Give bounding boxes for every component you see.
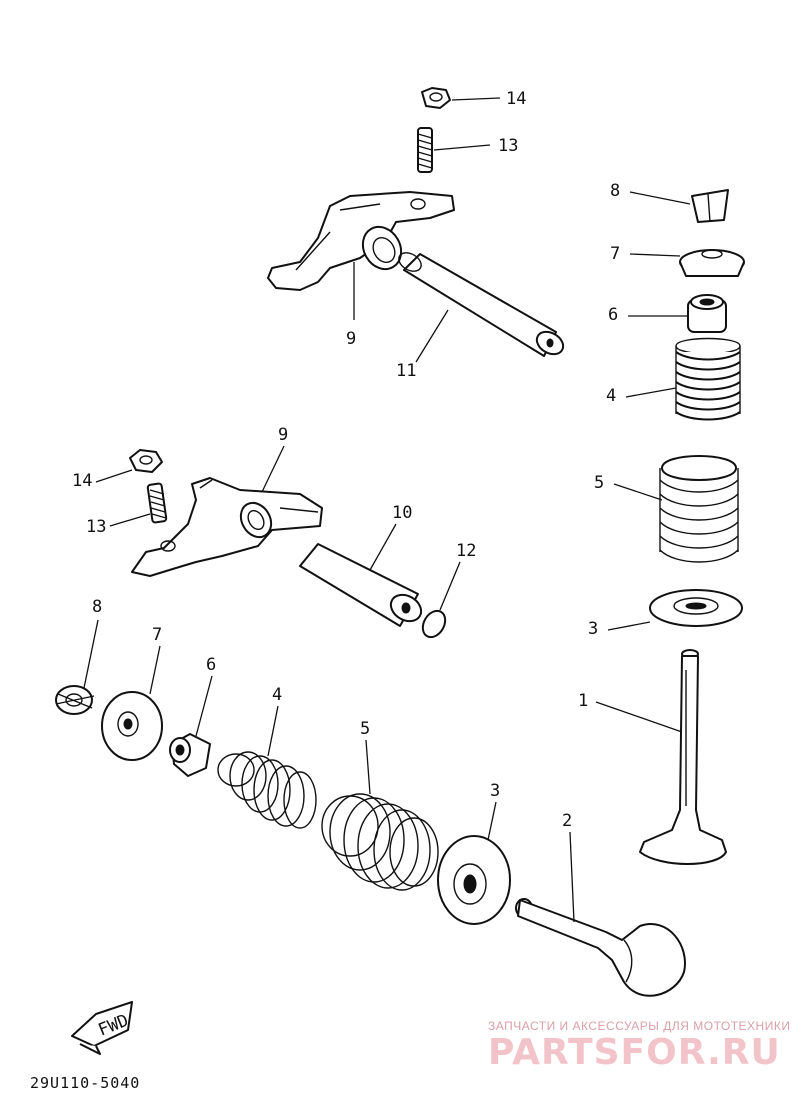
right-outer-spring-5 [659, 455, 739, 563]
lower-valve-cotter-8 [55, 685, 95, 715]
label-8-right: 8 [610, 181, 620, 201]
right-valve-cotter-8 [691, 189, 729, 223]
label-6-lower: 6 [206, 655, 216, 675]
label-7-lower: 7 [152, 625, 162, 645]
watermark-logo: PARTSFOR.RU [488, 1032, 781, 1073]
label-4-lower: 4 [272, 685, 282, 705]
upper-nut-14 [421, 87, 451, 109]
right-inner-spring-4 [675, 337, 741, 421]
o-ring-12 [421, 609, 447, 639]
label-3-right: 3 [588, 619, 598, 639]
lower-outer-spring-5 [321, 793, 439, 891]
lower-nut-14 [129, 449, 163, 473]
fwd-arrow-icon: FWD [71, 1001, 133, 1055]
upper-rocker-shaft-11 [398, 252, 565, 357]
right-spring-seat-3 [649, 589, 743, 627]
label-6-right: 6 [608, 305, 618, 325]
part-code: 29U110-5040 [30, 1074, 140, 1092]
label-8-lower: 8 [92, 597, 102, 617]
label-14-upper: 14 [506, 89, 526, 109]
label-9-upper: 9 [346, 329, 356, 349]
upper-adjust-screw-13 [417, 127, 433, 173]
right-stem-seal-6 [687, 294, 727, 333]
lower-adjust-screw-13 [146, 482, 168, 524]
label-3-lower: 3 [490, 781, 500, 801]
label-12: 12 [456, 541, 476, 561]
lower-inner-spring-4 [217, 751, 317, 829]
label-13-upper: 13 [498, 136, 518, 156]
label-13-lower: 13 [86, 517, 106, 537]
lower-rocker-shaft-10 [299, 543, 423, 627]
valve-2 [515, 898, 686, 997]
label-4-right: 4 [606, 386, 616, 406]
label-5-lower: 5 [360, 719, 370, 739]
right-spring-retainer-7 [679, 249, 745, 277]
label-7-right: 7 [610, 244, 620, 264]
label-14-lower: 14 [72, 471, 92, 491]
lower-spring-retainer-7 [101, 691, 163, 761]
label-10: 10 [392, 503, 412, 523]
label-9-lower: 9 [278, 425, 288, 445]
watermark-caption: ЗАПЧАСТИ И АКСЕССУАРЫ ДЛЯ МОТОТЕХНИКИ [488, 1019, 790, 1033]
lower-spring-seat-3 [437, 835, 511, 925]
label-5-right: 5 [594, 473, 604, 493]
valve-1 [639, 649, 727, 865]
lower-rocker-arm-9 [131, 477, 323, 577]
label-1: 1 [578, 691, 588, 711]
label-2: 2 [562, 811, 572, 831]
lower-stem-seal-6 [169, 733, 211, 777]
upper-rocker-arm-9 [267, 191, 455, 291]
label-11: 11 [396, 361, 416, 381]
